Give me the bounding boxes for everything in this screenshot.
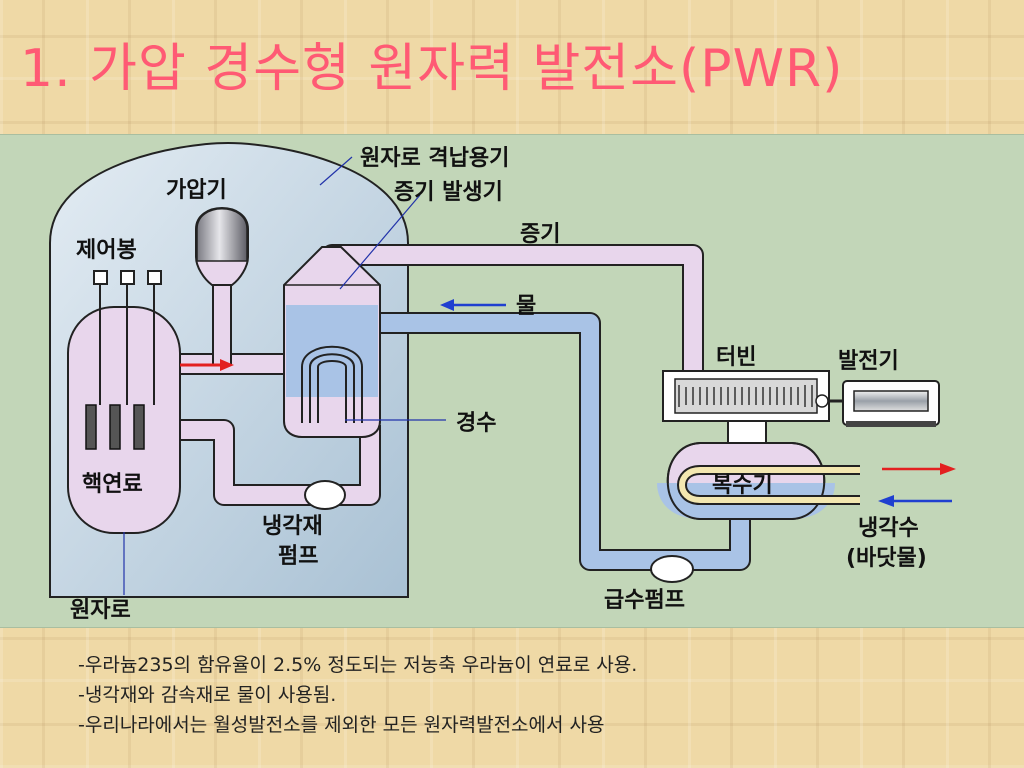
coolant-pump (304, 480, 346, 510)
turbine (662, 370, 830, 444)
label-containment: 원자로 격납용기 (360, 146, 509, 171)
pwr-diagram-svg: 원자로 격납용기 증기 발생기 증기 가압기 제어봉 물 터빈 발전기 경수 핵… (49, 141, 956, 623)
water-flow-arrow (440, 299, 506, 311)
label-control-rod: 제어봉 (76, 238, 137, 263)
label-condenser: 복수기 (712, 473, 773, 498)
label-fuel: 핵연료 (82, 472, 143, 497)
generator (815, 380, 940, 427)
label-pressurizer: 가압기 (166, 178, 227, 203)
label-turbine: 터빈 (716, 345, 756, 370)
label-coolant-pump-1: 냉각재 (262, 514, 323, 539)
label-light-water: 경수 (456, 411, 496, 436)
label-cooling-water-2: (바닷물) (846, 546, 927, 571)
label-reactor: 원자로 (70, 598, 131, 623)
note-item: -우리나라에서는 월성발전소를 제외한 모든 원자력발전소에서 사용 (78, 714, 605, 736)
label-cooling-water-1: 냉각수 (858, 516, 919, 541)
note-item: -우라늄235의 함유율이 2.5% 정도되는 저농축 우라늄이 연료로 사용. (78, 654, 638, 676)
label-water: 물 (516, 294, 536, 319)
feed-pump (650, 555, 694, 583)
notes-list: -우라늄235의 함유율이 2.5% 정도되는 저농축 우라늄이 연료로 사용.… (78, 650, 637, 740)
leader-steam-generator (339, 194, 421, 290)
control-rod-drives (93, 270, 162, 405)
page-title: 1. 가압 경수형 원자력 발전소(PWR) (20, 39, 844, 99)
reactor-vessel (67, 306, 181, 534)
label-generator: 발전기 (838, 349, 899, 374)
fuel-rods (85, 404, 145, 450)
cooling-in-arrow (878, 495, 952, 507)
label-feed-pump: 급수펌프 (604, 588, 685, 613)
pwr-diagram: 원자로 격납용기 증기 발생기 증기 가압기 제어봉 물 터빈 발전기 경수 핵… (0, 134, 1024, 628)
label-steam: 증기 (520, 222, 560, 247)
primary-flow-arrow (180, 359, 234, 371)
cooling-out-arrow (882, 463, 956, 475)
leader-containment (319, 156, 353, 186)
sg-u-tubes (301, 345, 363, 423)
condenser (657, 442, 860, 520)
label-steam-generator: 증기 발생기 (394, 180, 503, 205)
label-coolant-pump-2: 펌프 (278, 544, 318, 569)
note-item: -냉각재와 감속재로 물이 사용됨. (78, 684, 337, 706)
